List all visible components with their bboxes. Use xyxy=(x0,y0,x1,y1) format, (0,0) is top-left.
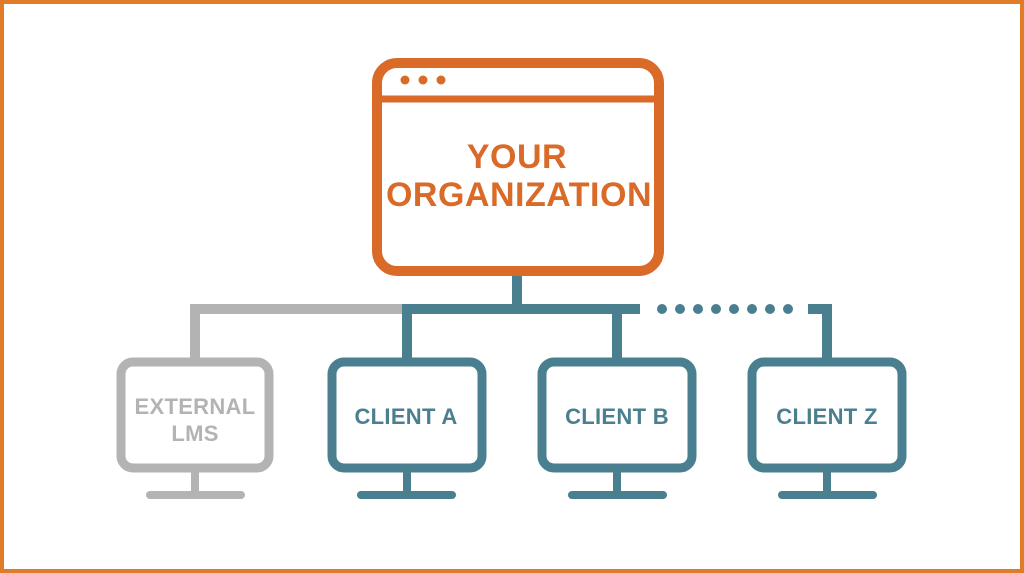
client-z-connector xyxy=(808,304,832,358)
external-lms-node: EXTERNAL LMS xyxy=(116,357,274,499)
external-lms-label-line2: LMS xyxy=(171,421,218,446)
client-a-label: CLIENT A xyxy=(354,404,457,429)
client-b-label: CLIENT B xyxy=(565,404,669,429)
connector-lines xyxy=(190,276,832,358)
organization-label-line2: ORGANIZATION xyxy=(386,176,652,214)
client-z-node: CLIENT Z xyxy=(747,357,907,499)
browser-window-icon xyxy=(372,58,664,276)
client-a-node: CLIENT A xyxy=(327,357,487,499)
client-b-node: CLIENT B xyxy=(537,357,697,499)
dotted-continuation xyxy=(657,304,793,314)
external-connector xyxy=(190,304,407,358)
organization-label-line1: YOUR xyxy=(467,138,567,176)
external-lms-label-line1: EXTERNAL xyxy=(135,394,256,419)
window-dots-icon xyxy=(400,75,446,85)
organization-node: YOUR ORGANIZATION xyxy=(372,58,664,276)
client-z-label: CLIENT Z xyxy=(776,404,877,429)
